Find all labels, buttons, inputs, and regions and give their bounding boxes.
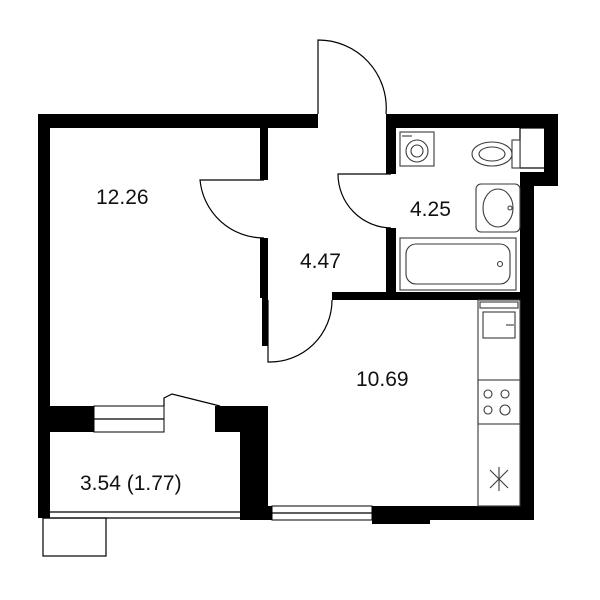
kitchen-sink-icon [479, 301, 519, 339]
balcony-area-label: 3.54 (1.77) [80, 472, 182, 495]
toilet-icon [471, 139, 521, 169]
room-door [199, 179, 265, 239]
bathroom-door [337, 173, 392, 229]
balcony-door [163, 393, 221, 407]
doors [163, 39, 392, 407]
hall-area-label: 4.47 [300, 250, 341, 273]
balcony-extension [42, 517, 107, 557]
bathroom-fixtures [399, 131, 521, 291]
entrance-door [317, 39, 387, 115]
sink-icon [475, 183, 521, 233]
stove-icon [477, 379, 521, 425]
kitchen-fixtures [477, 299, 521, 507]
windows [93, 405, 373, 521]
walls [38, 114, 558, 524]
fan-icon [489, 467, 509, 491]
kitchen-area-label: 10.69 [356, 368, 409, 391]
ventilation-shaft [519, 127, 546, 169]
room-area-label: 12.26 [96, 186, 149, 209]
bathroom-area-label: 4.25 [410, 198, 451, 221]
bathtub-icon [399, 237, 517, 291]
kitchen-door [267, 299, 333, 363]
area-labels: 12.26 4.47 4.25 10.69 3.54 (1.77) [80, 186, 451, 495]
washing-machine-icon [399, 131, 435, 167]
